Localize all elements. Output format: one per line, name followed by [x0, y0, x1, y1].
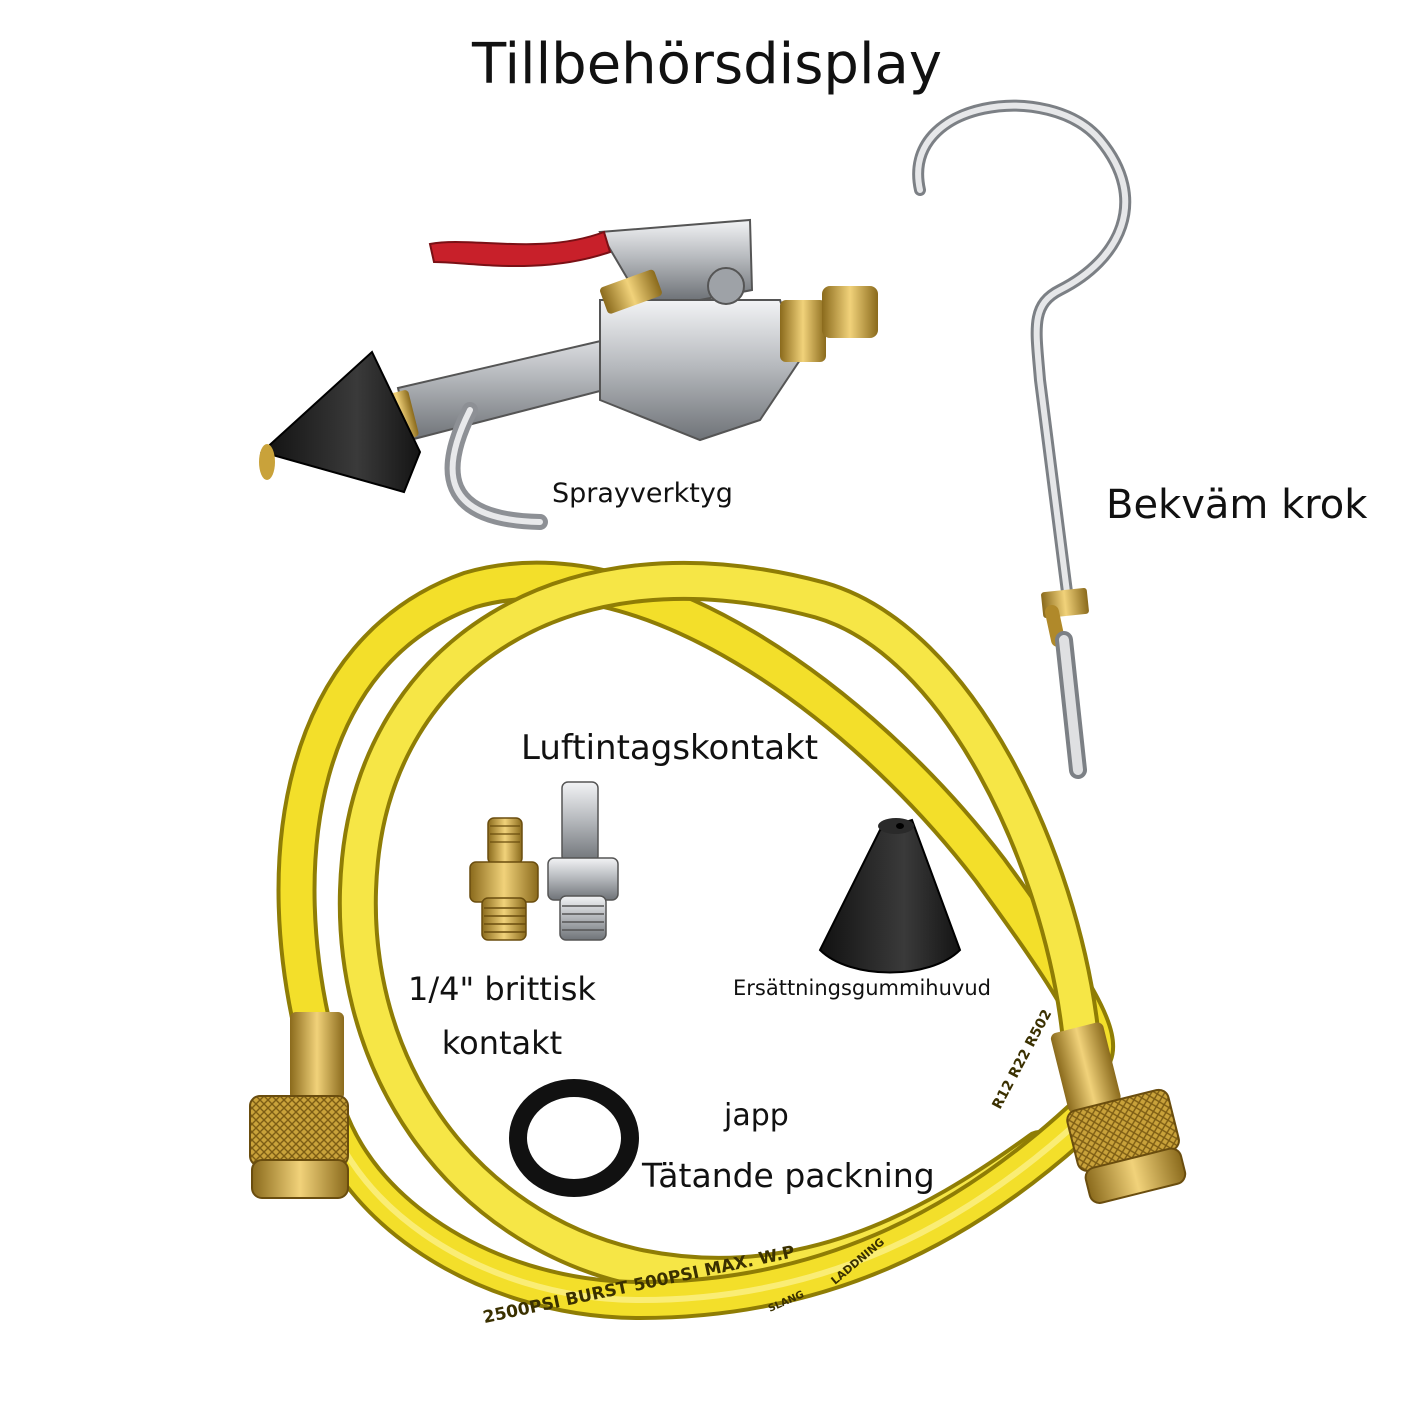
- rubber-head-label: Ersättningsgummihuvud: [733, 976, 991, 1000]
- replacement-rubber-head: [818, 818, 962, 974]
- air-connector-label: Luftintagskontakt: [521, 728, 819, 768]
- hose-print-codes: R12 R22 R502: [989, 1007, 1055, 1112]
- sealing-o-ring: [509, 1079, 639, 1197]
- spray-gun: [259, 218, 878, 530]
- hose-fitting-right: [1050, 1022, 1187, 1204]
- spray-tool-label: Sprayverktyg: [552, 478, 733, 509]
- hook: [912, 99, 1132, 779]
- british-connector: [469, 817, 539, 941]
- seal-label: Tätande packning: [642, 1156, 935, 1195]
- page-title: Tillbehörsdisplay: [472, 32, 942, 97]
- british-connector-label: 1/4" brittisk kontakt: [408, 962, 596, 1070]
- upside-down-text: japp: [724, 1098, 789, 1133]
- air-intake-connector: [547, 781, 619, 941]
- yellow-hose: [276, 560, 1116, 1321]
- hose-fitting-left: [249, 1012, 349, 1199]
- hook-label: Bekväm krok: [1106, 482, 1368, 528]
- british-connector-label-line2: kontakt: [441, 1024, 563, 1062]
- british-connector-label-line1: 1/4" brittisk: [408, 970, 596, 1008]
